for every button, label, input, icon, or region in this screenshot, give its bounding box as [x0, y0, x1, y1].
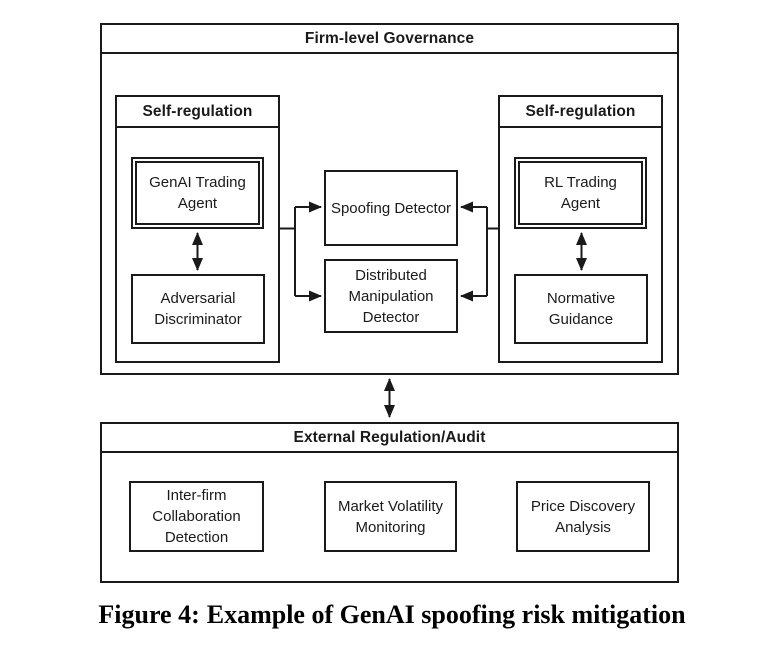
- external-regulation-audit-title: External Regulation/Audit: [102, 424, 677, 453]
- price-discovery-analysis-box: Price Discovery Analysis: [516, 481, 650, 552]
- rl-trading-agent-box: RL Trading Agent: [514, 157, 647, 229]
- spoofing-detector-box: Spoofing Detector: [324, 170, 458, 246]
- firm-level-governance-title: Firm-level Governance: [102, 25, 677, 54]
- self-regulation-right-title: Self-regulation: [500, 97, 661, 128]
- genai-trading-agent-label: GenAI Trading Agent: [135, 161, 260, 225]
- rl-trading-agent-label: RL Trading Agent: [518, 161, 643, 225]
- inter-firm-collaboration-detection-box: Inter-firm Collaboration Detection: [129, 481, 264, 552]
- normative-guidance-box: Normative Guidance: [514, 274, 648, 344]
- adversarial-discriminator-box: Adversarial Discriminator: [131, 274, 265, 344]
- market-volatility-monitoring-box: Market Volatility Monitoring: [324, 481, 457, 552]
- self-regulation-left-title: Self-regulation: [117, 97, 278, 128]
- figure-caption-text: Example of GenAI spoofing risk mitigatio…: [206, 600, 686, 629]
- genai-trading-agent-box: GenAI Trading Agent: [131, 157, 264, 229]
- figure-caption-label: Figure 4:: [98, 600, 200, 629]
- distributed-manipulation-detector-box: Distributed Manipulation Detector: [324, 259, 458, 333]
- figure-caption: Figure 4:Example of GenAI spoofing risk …: [0, 600, 784, 630]
